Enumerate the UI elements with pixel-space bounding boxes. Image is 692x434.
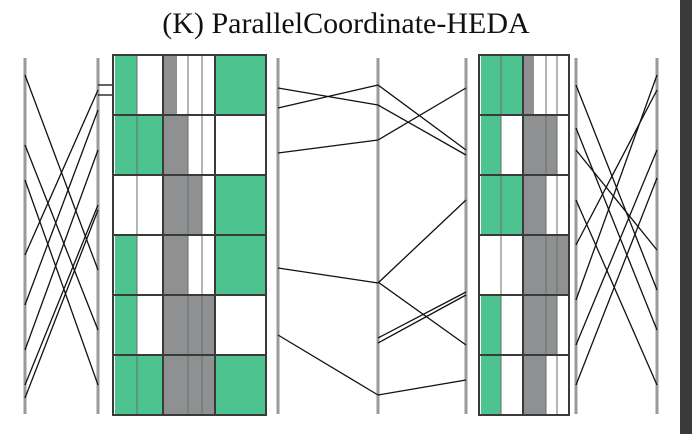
- cell-fill: [115, 355, 162, 415]
- cell-fill: [481, 355, 501, 415]
- link-line: [377, 379, 467, 396]
- link-line: [575, 127, 658, 331]
- link-line: [24, 149, 99, 351]
- cell-fill: [524, 295, 557, 355]
- link-line: [377, 294, 467, 344]
- cell-fill: [524, 355, 546, 415]
- cell-fill: [215, 175, 266, 235]
- axes: [23, 58, 659, 414]
- link-line: [24, 109, 99, 306]
- cell-fill: [481, 55, 523, 115]
- link-line: [575, 177, 658, 386]
- link-line: [377, 281, 467, 346]
- link-line: [277, 267, 379, 284]
- cell-fill: [524, 175, 546, 235]
- link-line: [24, 89, 99, 256]
- link-line: [24, 204, 99, 386]
- link-line: [277, 139, 379, 154]
- cell-fill: [164, 55, 177, 115]
- link-line: [24, 179, 99, 386]
- cell-fill: [164, 115, 188, 175]
- cell-fill: [164, 175, 202, 235]
- connection-lines: [24, 74, 658, 399]
- cell-fill: [164, 355, 215, 415]
- cell-fill: [215, 235, 266, 295]
- cell-fill: [481, 175, 523, 235]
- link-line: [377, 84, 467, 151]
- block-right: [478, 54, 570, 416]
- cell-fill: [115, 55, 137, 115]
- cell-fill: [215, 355, 266, 415]
- page-edge-strip: [680, 0, 692, 434]
- cell-fill: [215, 55, 266, 115]
- cell-fill: [524, 55, 534, 115]
- cell-fill: [115, 295, 137, 355]
- link-line: [377, 87, 467, 141]
- cell-fill: [115, 115, 162, 175]
- block-left: [112, 54, 267, 416]
- link-line: [575, 89, 658, 246]
- link-line: [277, 84, 379, 109]
- link-line: [24, 144, 99, 331]
- link-line: [277, 334, 379, 396]
- link-line: [575, 199, 658, 386]
- cell-fill: [524, 115, 557, 175]
- link-line: [377, 291, 467, 339]
- link-line: [377, 104, 467, 156]
- cell-fill: [164, 295, 215, 355]
- figure-title: (K) ParallelCoordinate-HEDA: [162, 7, 530, 40]
- link-line: [575, 149, 658, 251]
- link-line: [377, 199, 467, 284]
- cell-fill: [481, 115, 501, 175]
- cell-fill: [481, 295, 501, 355]
- link-line: [24, 209, 99, 399]
- link-line: [575, 149, 658, 346]
- link-line: [575, 74, 658, 301]
- block-left-grid: [112, 54, 267, 416]
- cell-fill: [115, 235, 137, 295]
- block-right-grid: [478, 54, 570, 416]
- cell-fill: [164, 235, 188, 295]
